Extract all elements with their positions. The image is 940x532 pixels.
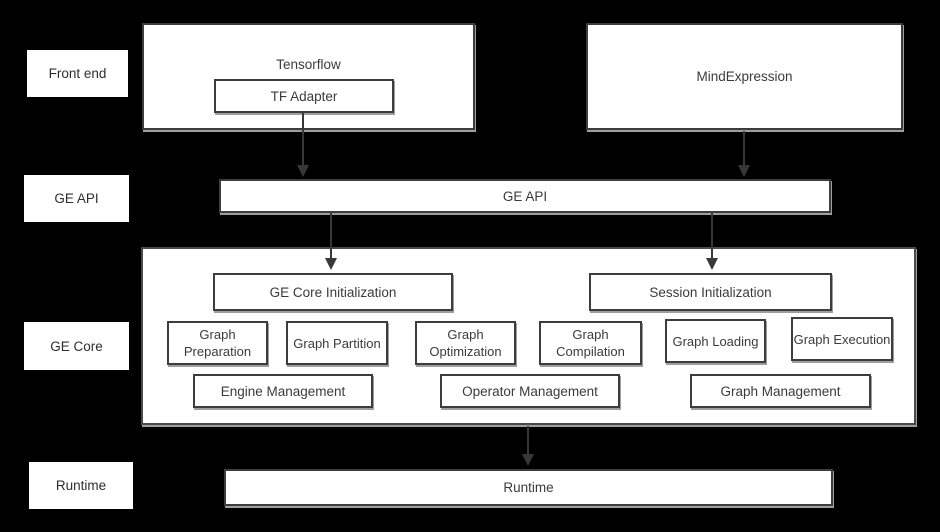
graph-optimization-box: Graph Optimization [415, 321, 516, 365]
row-label-front-end: Front end [27, 50, 128, 97]
tensorflow-label: Tensorflow [276, 57, 341, 72]
row-label-ge-api: GE API [24, 175, 129, 222]
graph-compilation-box: Graph Compilation [539, 321, 642, 365]
tf-adapter-box: TF Adapter [214, 79, 394, 113]
graph-management-box: Graph Management [690, 374, 871, 408]
graph-preparation-box: Graph Preparation [167, 321, 268, 365]
operator-management-box: Operator Management [440, 374, 620, 408]
runtime-box: Runtime [224, 469, 833, 506]
engine-management-box: Engine Management [193, 374, 373, 408]
graph-execution-box: Graph Execution [791, 317, 893, 361]
graph-loading-box: Graph Loading [665, 319, 766, 363]
graph-partition-box: Graph Partition [286, 321, 388, 365]
ge-core-initialization-box: GE Core Initialization [213, 273, 453, 311]
row-label-ge-core: GE Core [24, 322, 129, 370]
ge-core-box: GE Core Initialization Session Initializ… [141, 247, 916, 425]
ge-api-box: GE API [219, 179, 831, 213]
session-initialization-box: Session Initialization [589, 273, 832, 311]
row-label-runtime: Runtime [29, 462, 133, 509]
mind-expression-box: MindExpression [586, 23, 903, 130]
tensorflow-box: Tensorflow TF Adapter [142, 23, 475, 130]
